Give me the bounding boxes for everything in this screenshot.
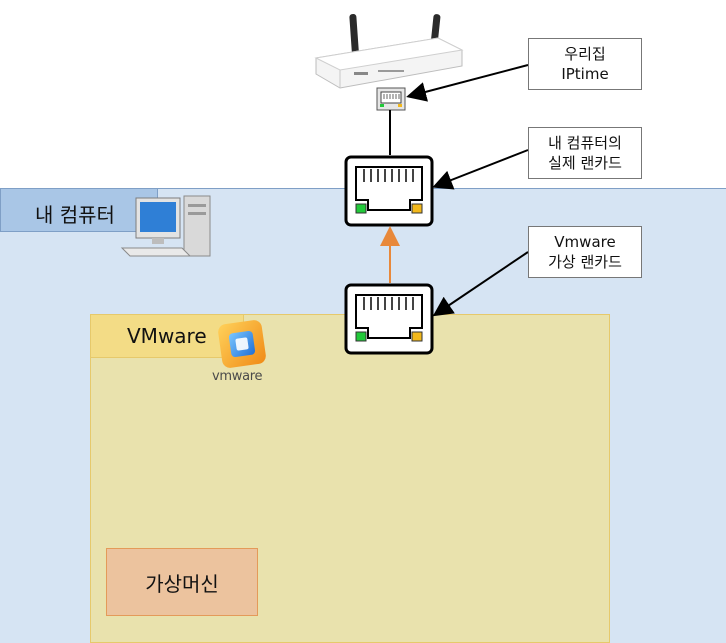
my-computer-label: 내 컴퓨터 (0, 188, 158, 232)
virtual-nic-callout-arrow (432, 251, 529, 317)
virtual-nic-callout-line-1: Vmware (554, 233, 616, 251)
router-callout: 우리집 IPtime (528, 38, 642, 90)
real-nic-port-icon (344, 155, 434, 227)
virtual-nic-callout: Vmware 가상 랜카드 (528, 226, 642, 278)
router-callout-line-1: 우리집 (564, 45, 606, 63)
real-nic-callout: 내 컴퓨터의 실제 랜카드 (528, 127, 642, 179)
vmware-logo-icon (218, 320, 266, 368)
desktop-computer-icon (120, 195, 211, 257)
real-nic-callout-line-1: 내 컴퓨터의 (548, 134, 622, 152)
real-nic-callout-line-2: 실제 랜카드 (548, 154, 622, 172)
virtual-machine-box: 가상머신 (106, 548, 258, 616)
real-nic-callout-arrow (432, 149, 529, 190)
vmware-wordmark: vmware (212, 369, 263, 384)
router-callout-line-2: IPtime (561, 65, 609, 83)
virtual-nic-port-icon (344, 283, 434, 355)
router-callout-arrow (406, 64, 529, 102)
vmware-label: VMware (90, 314, 244, 358)
wifi-router-icon (314, 13, 464, 111)
virtual-nic-callout-line-2: 가상 랜카드 (548, 253, 622, 271)
